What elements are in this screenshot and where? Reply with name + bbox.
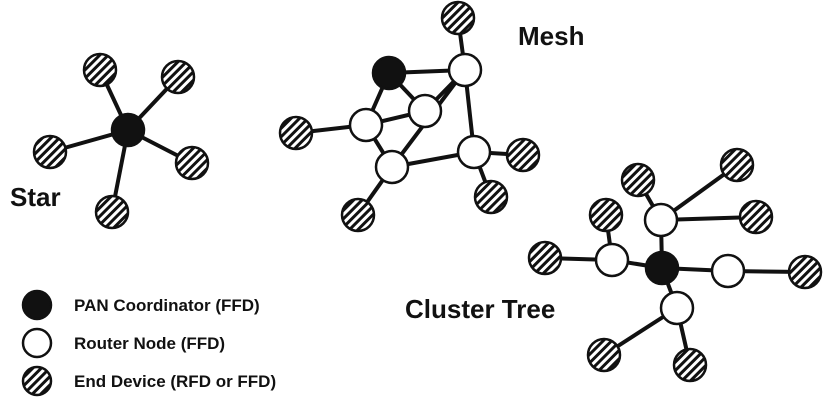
legend-end-device-label: End Device (RFD or FFD): [74, 372, 276, 391]
mesh-topology: [278, 0, 541, 233]
mesh-end-device-e3: [505, 137, 541, 173]
cluster-end-device-e3: [738, 199, 774, 235]
mesh-end-device-e4: [473, 179, 509, 215]
mesh-router-node-r5: [374, 149, 410, 185]
legend-coordinator-icon: [21, 289, 53, 321]
mesh-label: Mesh: [518, 21, 584, 51]
star-end-device-e3: [32, 134, 68, 170]
cluster-end-device-e6: [787, 254, 823, 290]
star-topology: [32, 52, 210, 230]
mesh-end-device-e1: [440, 0, 476, 36]
cluster-end-device-e2: [719, 147, 755, 183]
mesh-end-device-e2: [278, 115, 314, 151]
legend-end-device-icon: [21, 365, 53, 397]
cluster-end-device-e8: [672, 347, 708, 383]
cluster-router-node-rd: [659, 290, 695, 326]
mesh-router-node-r1: [447, 52, 483, 88]
cluster-router-node-ra: [643, 202, 679, 238]
star-label: Star: [10, 182, 61, 212]
legend: PAN Coordinator (FFD) Router Node (FFD) …: [21, 289, 276, 397]
star-pan-coordinator-c: [110, 112, 146, 148]
cluster-tree-topology: [527, 147, 823, 383]
cluster-router-node-rc: [710, 253, 746, 289]
legend-router-label: Router Node (FFD): [74, 334, 225, 353]
cluster-end-device-e7: [586, 337, 622, 373]
mesh-end-device-e5: [340, 197, 376, 233]
star-end-device-e2: [160, 59, 196, 95]
mesh-router-node-r2: [407, 93, 443, 129]
legend-coordinator-label: PAN Coordinator (FFD): [74, 296, 260, 315]
cluster-router-node-rb: [594, 242, 630, 278]
cluster-end-device-e1: [620, 162, 656, 198]
legend-router-icon: [21, 327, 53, 359]
star-end-device-e4: [174, 145, 210, 181]
mesh-pan-coordinator-pan: [371, 55, 407, 91]
cluster-tree-label: Cluster Tree: [405, 294, 555, 324]
mesh-router-node-r4: [456, 134, 492, 170]
cluster-pan-coordinator-pan: [644, 250, 680, 286]
star-end-device-e1: [82, 52, 118, 88]
mesh-router-node-r3: [348, 107, 384, 143]
star-end-device-e5: [94, 194, 130, 230]
cluster-end-device-e4: [588, 197, 624, 233]
cluster-end-device-e5: [527, 240, 563, 276]
